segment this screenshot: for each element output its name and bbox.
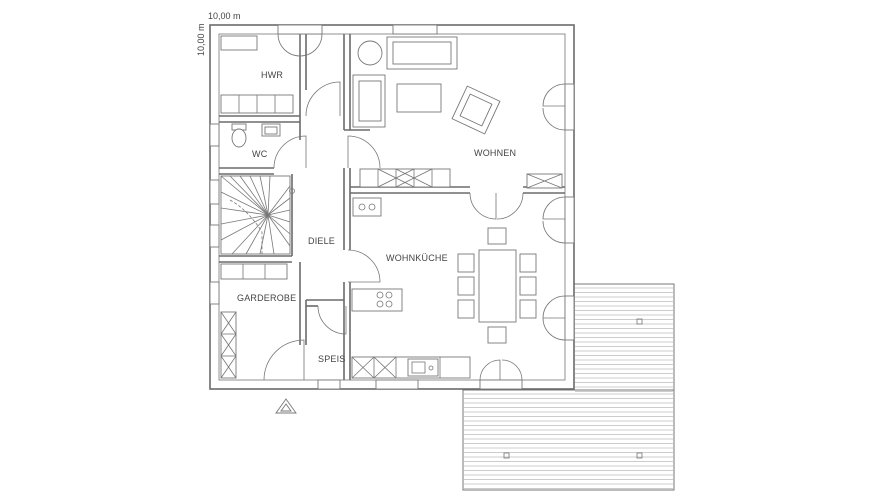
deck-post xyxy=(503,452,510,459)
windows xyxy=(209,24,575,390)
stair-tread-line xyxy=(267,214,291,247)
width-dimension-label: 10,00 m xyxy=(208,11,241,21)
room-label-wc: WC xyxy=(252,149,268,159)
stair-tread-line xyxy=(267,197,291,216)
stair-tread-line xyxy=(229,175,269,216)
stair-tread-line xyxy=(259,175,269,216)
wohnen-furniture xyxy=(352,36,563,189)
stair-tread-line xyxy=(220,191,269,216)
stair-tread-line xyxy=(267,214,291,235)
stair-tread-line xyxy=(220,175,269,216)
stair-tread-line xyxy=(239,175,269,216)
stair-tread-line xyxy=(267,214,291,223)
stair-tread-line xyxy=(267,175,271,216)
deck-boards xyxy=(464,287,673,489)
room-label-garderobe: GARDEROBE xyxy=(237,293,296,303)
stair-tread-line xyxy=(267,214,275,255)
garderobe-fixtures xyxy=(220,263,288,379)
terrace-decks xyxy=(462,283,675,491)
room-label-wohnkueche: WOHNKÜCHE xyxy=(386,253,448,263)
deck-post xyxy=(636,452,643,459)
door-swings xyxy=(263,33,566,381)
wc-fixtures xyxy=(231,123,281,148)
room-label-hwr: HWR xyxy=(261,70,283,80)
stair-tread-line xyxy=(249,175,269,216)
stair-tread-line xyxy=(231,214,269,255)
room-label-diele: DIELE xyxy=(308,236,335,246)
terrace-front-deck xyxy=(462,389,675,491)
interior-walls xyxy=(219,34,565,380)
wohnkueche-furniture xyxy=(351,197,537,379)
terrace-side-deck xyxy=(573,283,675,393)
stair-tread-line xyxy=(267,209,291,216)
kitchen-sink xyxy=(407,358,439,377)
room-label-speis: SPEIS xyxy=(318,354,346,364)
stair-tread-line xyxy=(267,185,291,216)
stair-tread-line xyxy=(220,214,269,241)
entrance-marker-icon xyxy=(275,398,297,414)
stair-tread-line xyxy=(220,214,269,225)
hwr-fixtures xyxy=(220,35,294,114)
dining-table xyxy=(478,249,517,323)
stair-tread-line xyxy=(245,214,269,255)
staircase xyxy=(220,175,295,255)
stair-marker xyxy=(289,188,295,194)
stair-tread-line xyxy=(220,207,269,216)
height-dimension-label: 10,00 m xyxy=(196,23,206,56)
room-label-wohnen: WOHNEN xyxy=(474,148,516,158)
deck-post xyxy=(636,318,643,325)
stair-tread-line xyxy=(259,214,269,255)
stair-direction-line xyxy=(229,199,263,254)
